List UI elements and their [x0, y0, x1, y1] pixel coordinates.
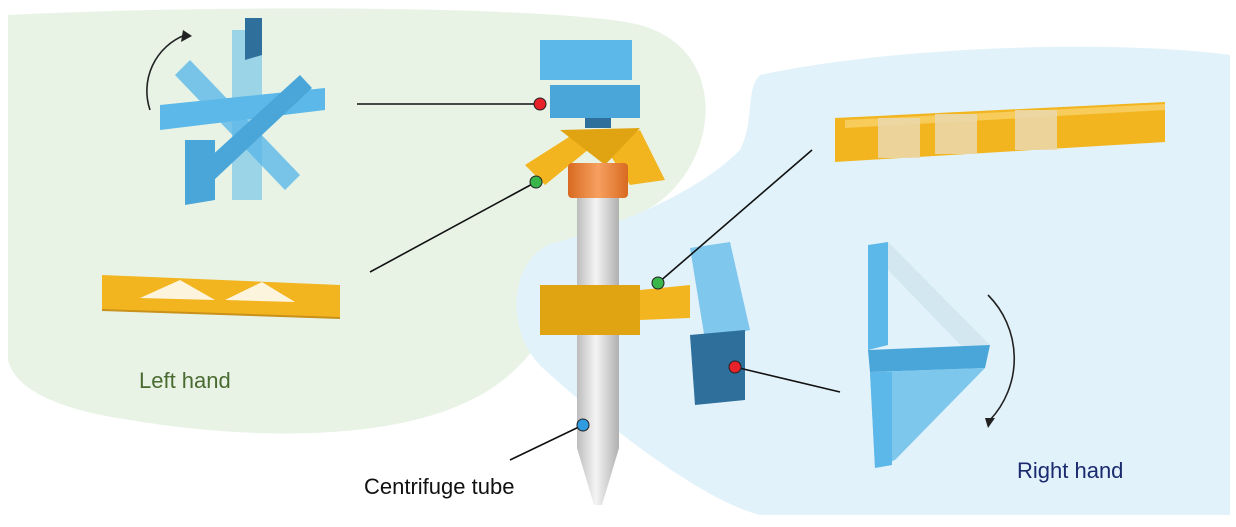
- centrifuge-tube-label: Centrifuge tube: [364, 474, 515, 499]
- left-hand-label: Left hand: [139, 368, 231, 393]
- right-gold-strip: [835, 102, 1165, 162]
- centrifuge-assembly: [525, 40, 750, 505]
- marker-green-left: [529, 175, 543, 189]
- right-v-part: [868, 242, 1016, 468]
- marker-red-right: [728, 360, 742, 374]
- marker-green-right: [651, 276, 665, 290]
- marker-blue-tube: [576, 418, 590, 432]
- left-star-part: [146, 18, 325, 205]
- marker-red-top: [533, 97, 547, 111]
- left-gold-strip: [101, 275, 341, 319]
- right-hand-label: Right hand: [1017, 458, 1124, 483]
